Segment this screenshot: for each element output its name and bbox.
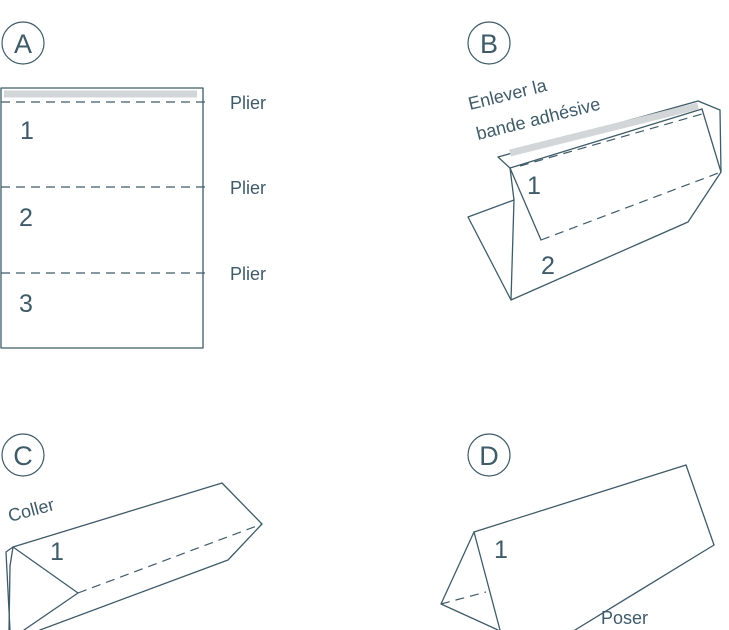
prism-right-edge xyxy=(701,108,722,173)
step-a-letter: A xyxy=(14,29,32,59)
fold-label-2: Plier xyxy=(230,178,266,198)
fold-label-3: Plier xyxy=(230,264,266,284)
step-b-letter: B xyxy=(480,29,498,59)
panel-number-2-b: 2 xyxy=(541,252,555,280)
prism-d-hidden-edge xyxy=(440,591,487,605)
fold-line-c xyxy=(77,523,263,594)
panel-number-2: 2 xyxy=(19,204,33,232)
fold-line-b2 xyxy=(540,171,722,241)
panel-number-1-c: 1 xyxy=(50,538,64,566)
sheet-flat xyxy=(0,87,204,349)
prism-c-fold-edge xyxy=(12,546,79,594)
prism-d-end-face xyxy=(440,531,499,630)
step-c-circle xyxy=(1,433,45,477)
panel-number-3: 3 xyxy=(19,290,33,318)
panel-number-1-d: 1 xyxy=(494,536,508,564)
adhesive-strip-peeling xyxy=(509,102,699,157)
prism-d-top-edge xyxy=(473,464,687,533)
prism-left-fold-edge xyxy=(509,167,542,241)
prism-c-back-edge xyxy=(8,565,11,630)
step-a-circle xyxy=(1,21,45,65)
step-d-circle xyxy=(467,433,511,477)
step-d: D 1 Poser xyxy=(440,433,715,630)
prism-top-edge xyxy=(509,108,703,169)
prism-d-bottom-edge xyxy=(574,544,715,630)
instruction-glue: Coller xyxy=(6,494,57,525)
step-c: C Coller 1 xyxy=(1,433,263,630)
panel-number-1: 1 xyxy=(20,117,34,145)
step-d-letter: D xyxy=(479,441,499,471)
fold-line-b1 xyxy=(519,113,703,167)
prism-d-front-edge xyxy=(473,531,501,630)
panel-number-1-b: 1 xyxy=(527,172,541,200)
step-a: A Plier Plier Plier 1 2 3 xyxy=(0,21,266,349)
prism-c-flap xyxy=(5,546,14,630)
prism-d-right-edge xyxy=(685,464,715,546)
prism-c-end-edge xyxy=(23,592,79,630)
instruction-place: Poser xyxy=(601,608,648,628)
prism-c-body xyxy=(9,482,263,630)
prism-body xyxy=(497,100,722,301)
step-b: B Enlever la bande adhésive 1 2 xyxy=(466,21,722,301)
step-b-circle xyxy=(467,21,511,65)
fold-label-1: Plier xyxy=(230,93,266,113)
prism-end-face xyxy=(467,199,515,301)
step-c-letter: C xyxy=(13,441,33,471)
